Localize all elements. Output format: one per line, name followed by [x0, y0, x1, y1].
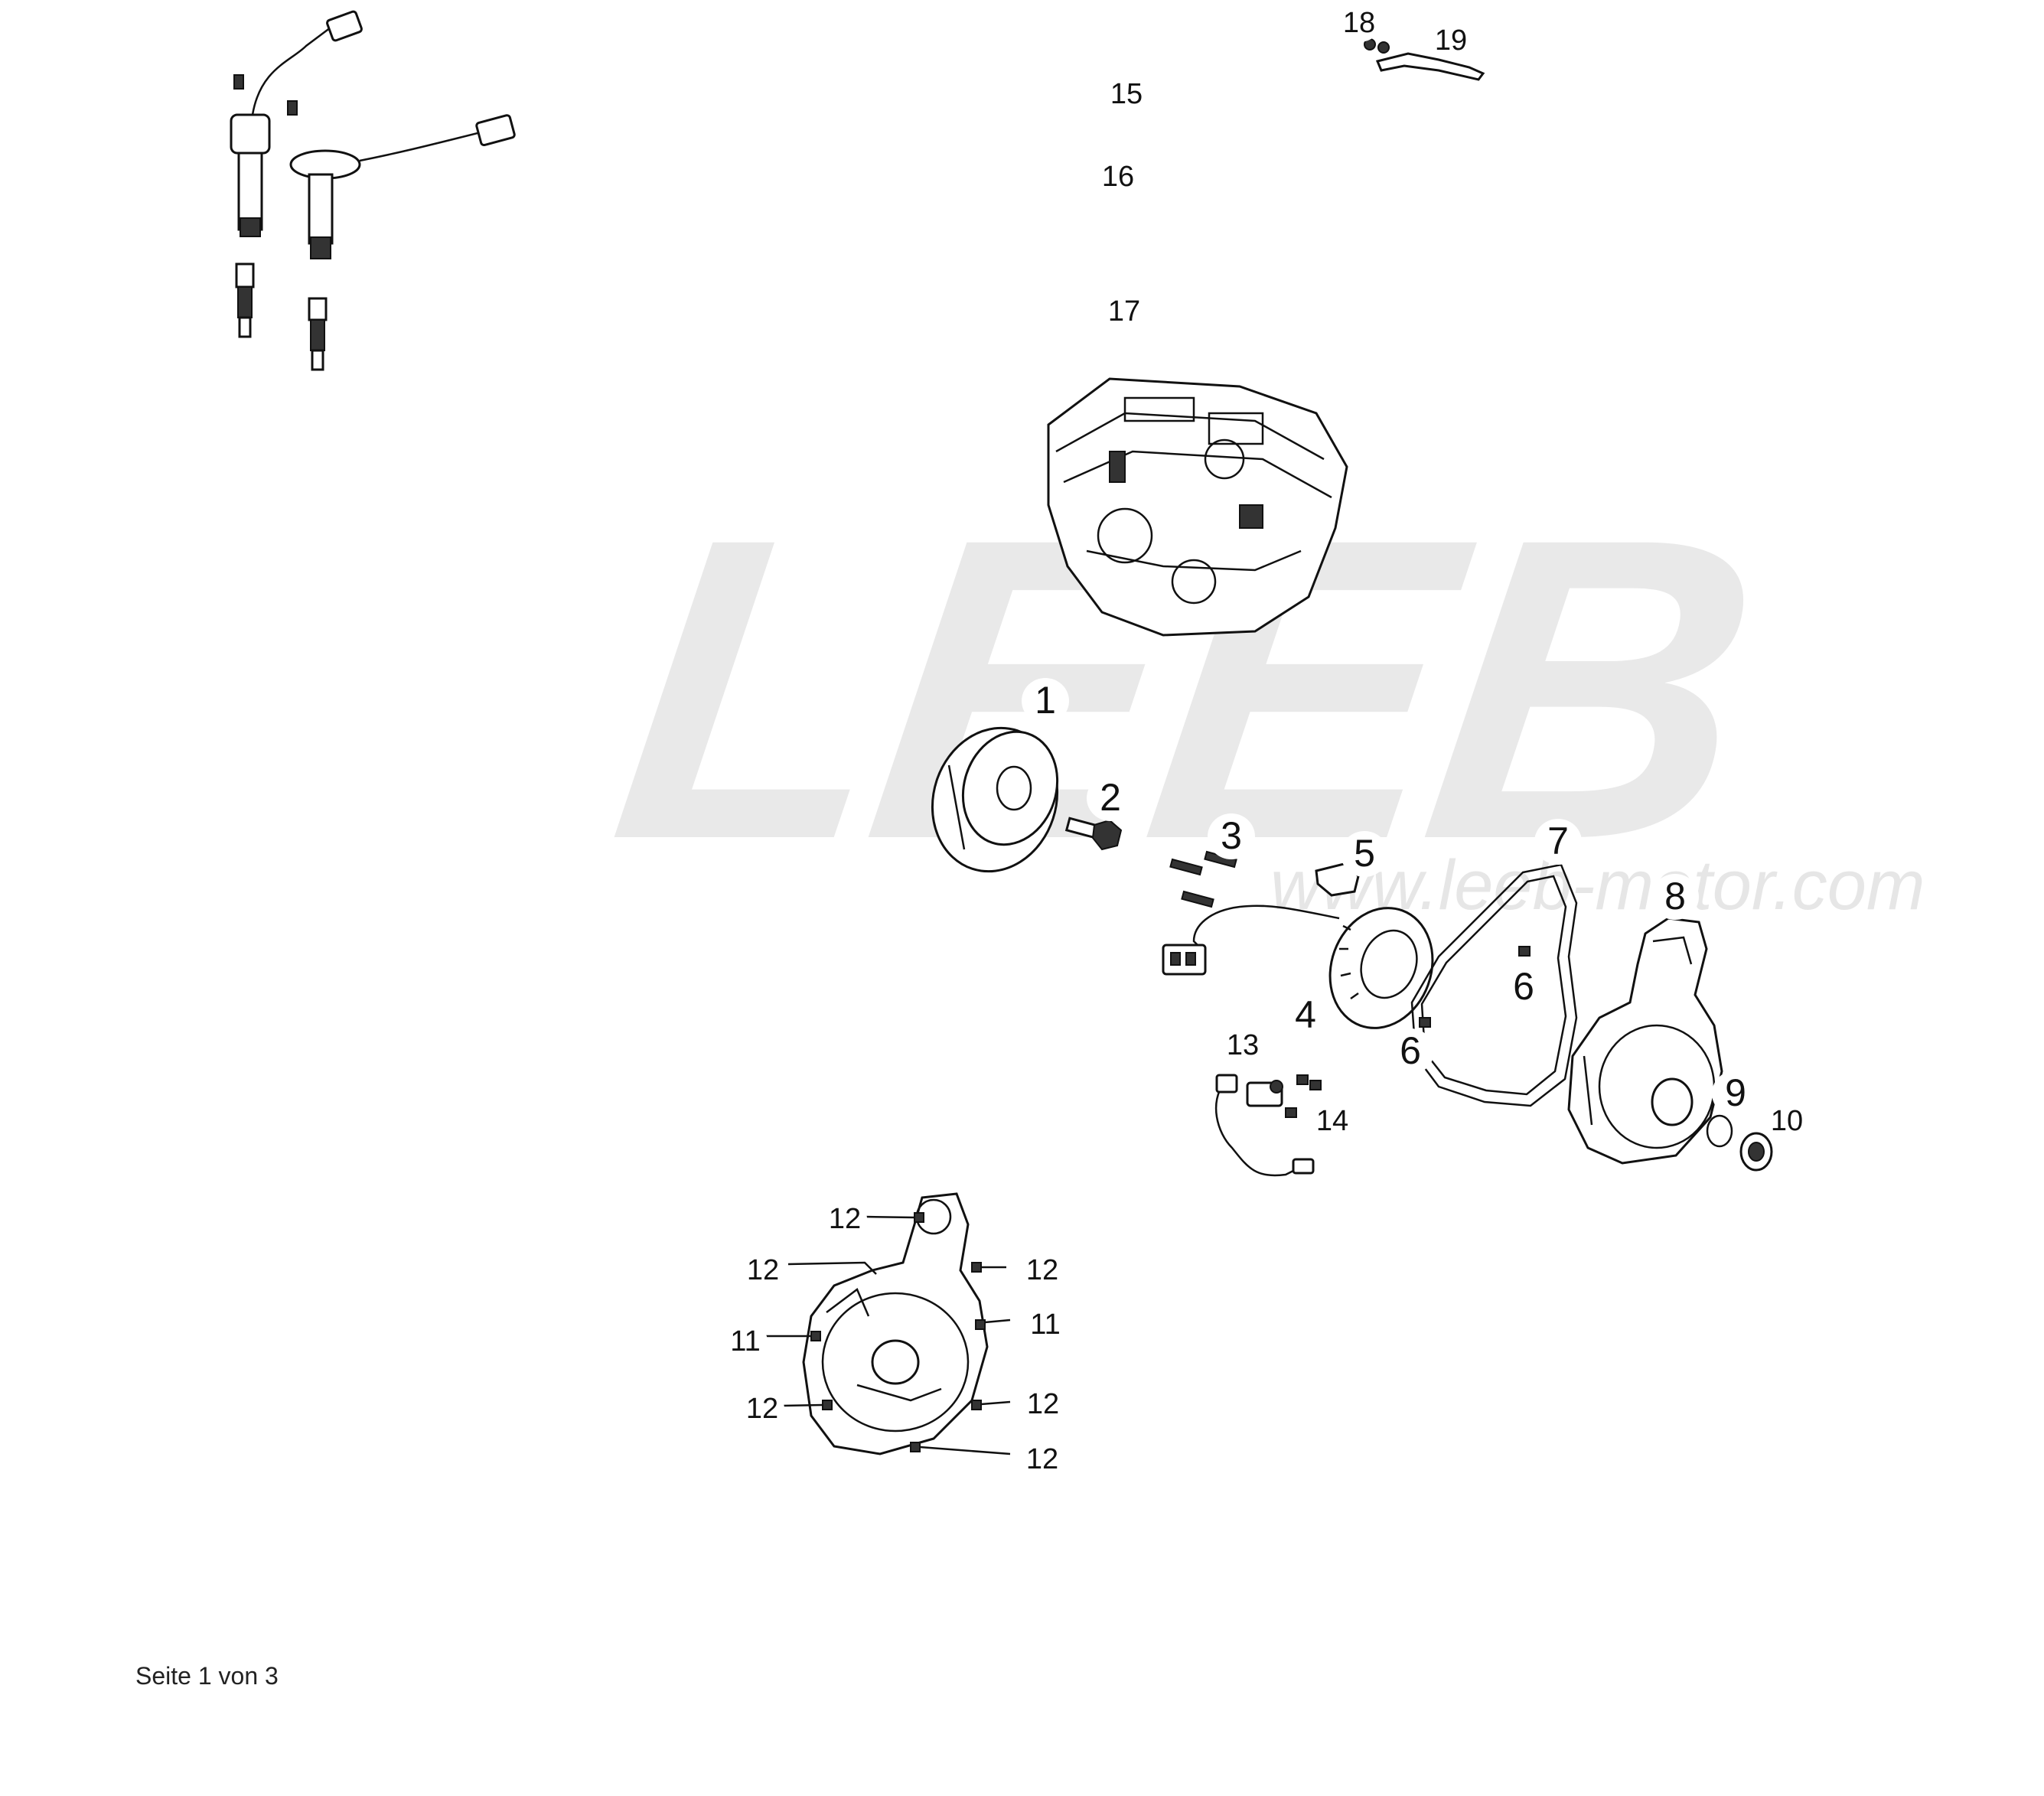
coil-bolts — [233, 74, 298, 116]
callout-1: 1 — [1022, 678, 1069, 724]
dowel-pins — [1419, 946, 1531, 1028]
engine-block — [1047, 377, 1348, 637]
callout-12-b: 12 — [741, 1251, 785, 1289]
leader-lines — [765, 1215, 1011, 1455]
callout-5: 5 — [1341, 831, 1388, 877]
callout-15: 15 — [1104, 75, 1149, 113]
callout-12-d: 12 — [740, 1390, 784, 1428]
callout-17: 17 — [1102, 292, 1146, 331]
cover-plug — [1739, 1132, 1773, 1172]
cover-gasket — [1410, 863, 1578, 1107]
stator-screws — [1169, 850, 1237, 908]
generator-cover-assembly — [802, 1192, 989, 1455]
callout-10: 10 — [1765, 1102, 1809, 1140]
callout-3: 3 — [1208, 813, 1255, 859]
o-ring — [1706, 1114, 1733, 1148]
callout-6-upper: 6 — [1500, 964, 1547, 1010]
callout-9: 9 — [1712, 1071, 1759, 1116]
callout-12-f: 12 — [1020, 1440, 1064, 1478]
callout-11-a: 11 — [723, 1322, 768, 1361]
crank-position-sensor — [1214, 1074, 1315, 1177]
flywheel-bolt — [1064, 817, 1123, 851]
ignition-coil-right — [289, 114, 516, 259]
callout-6-lower: 6 — [1387, 1028, 1434, 1074]
generator-cover — [1567, 917, 1723, 1165]
page-number-footer: Seite 1 von 3 — [135, 1662, 279, 1690]
callout-16: 16 — [1096, 158, 1140, 196]
stator — [1162, 905, 1434, 1029]
callout-12-a: 12 — [823, 1200, 867, 1238]
callout-11-b: 11 — [1023, 1305, 1068, 1344]
callout-2: 2 — [1087, 775, 1134, 821]
sensor-screws — [1285, 1074, 1322, 1118]
callout-14: 14 — [1310, 1102, 1355, 1140]
spark-plugs — [235, 262, 328, 371]
callout-19: 19 — [1429, 21, 1473, 60]
callout-12-e: 12 — [1021, 1385, 1065, 1423]
ignition-coil-left — [230, 10, 363, 237]
callout-7: 7 — [1534, 819, 1582, 865]
bracket-and-screws — [1364, 38, 1485, 81]
callout-18: 18 — [1337, 4, 1381, 42]
callout-12-c: 12 — [1020, 1251, 1064, 1289]
callout-13: 13 — [1221, 1026, 1265, 1064]
callout-4: 4 — [1282, 993, 1329, 1038]
callout-8: 8 — [1651, 874, 1699, 920]
flywheel — [931, 726, 1059, 873]
